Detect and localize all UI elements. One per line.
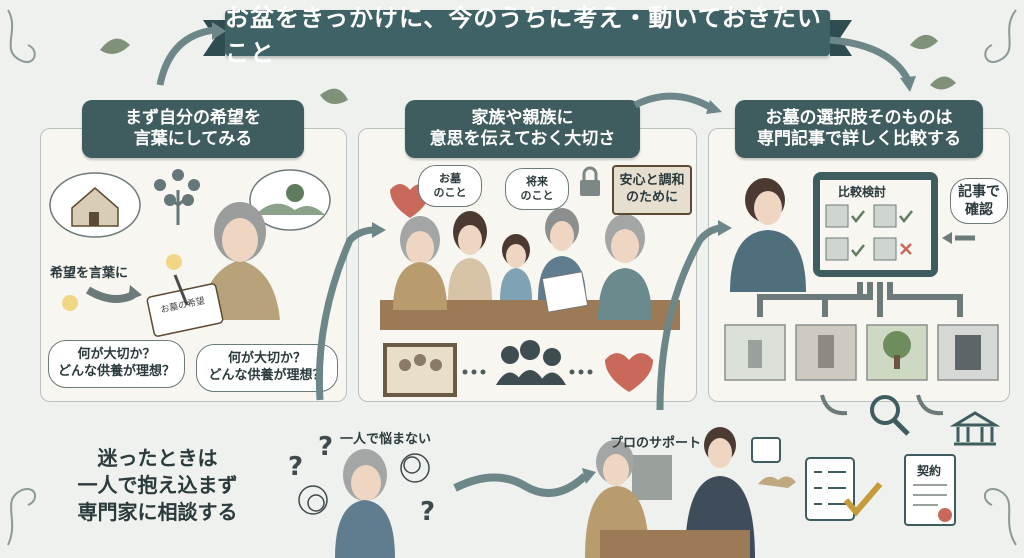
question-bubble-left: 何が大切か？ どんな供養が理想？	[48, 340, 185, 388]
speech-future-line2: のこと	[520, 189, 554, 202]
tablet-title: 比較検討	[838, 185, 887, 199]
wish-label: 希望を言葉に	[50, 266, 129, 281]
question-bubble-right-line1: 何が大切か？	[227, 351, 306, 367]
panel3-heading-line1: お墓の選択肢そのものは	[765, 107, 953, 128]
question-bubble-right-line2: どんな供養が理想？	[208, 368, 326, 383]
panel3-heading: お墓の選択肢そのものは 専門記事で詳しく比較する	[735, 100, 983, 158]
question-bubble-left-line2: どんな供養が理想？	[57, 364, 175, 379]
advice-text: 迷ったときは 一人で抱え込まず 専門家に相談する	[40, 445, 275, 526]
question-bubble-right: 何が大切か？ どんな供養が理想？	[196, 344, 338, 392]
svg-text:?: ?	[420, 497, 435, 527]
panel2-heading: 家族や親族に 意思を伝えておく大切さ	[405, 100, 640, 158]
panel1-heading-line1: まず自分の希望を	[125, 107, 261, 128]
support-label: プロのサポート	[610, 436, 702, 451]
article-check-note-line2: 確認	[965, 202, 993, 218]
advice-line3: 専門家に相談する	[77, 500, 238, 524]
harmony-sign-line2: のために	[625, 190, 678, 205]
speech-grave-line1: お墓	[439, 171, 461, 185]
worry-label: 一人で悩まない	[340, 432, 432, 447]
speech-future-line1: 将来	[526, 174, 548, 188]
panel1-heading: まず自分の希望を 言葉にしてみる	[82, 100, 304, 158]
panel2-heading-line1: 家族や親族に	[471, 107, 574, 128]
harmony-sign: 安心と調和 のために	[612, 165, 692, 215]
panel1-heading-line2: 言葉にしてみる	[133, 129, 253, 149]
speech-grave-line2: のこと	[433, 186, 467, 199]
svg-text:?: ?	[288, 452, 303, 482]
page-title: お盆をきっかけに、今のうちに考え・動いておきたいこと	[225, 4, 822, 67]
question-bubble-left-line1: 何が大切か？	[77, 347, 156, 363]
harmony-sign-line1: 安心と調和	[619, 173, 685, 189]
article-check-note: 記事で 確認	[950, 178, 1008, 224]
speech-grave: お墓 のこと	[418, 165, 482, 207]
contract-label: 契約	[917, 464, 942, 478]
svg-text:?: ?	[318, 432, 333, 462]
article-check-note-line1: 記事で	[958, 183, 1000, 200]
panel2-heading-line2: 意思を伝えておく大切さ	[429, 129, 616, 149]
advice-line1: 迷ったときは	[97, 446, 218, 470]
advice-line2: 一人で抱え込まず	[77, 473, 238, 497]
panel3-heading-line2: 専門記事で詳しく比較する	[757, 129, 961, 149]
speech-future: 将来 のこと	[505, 168, 569, 210]
